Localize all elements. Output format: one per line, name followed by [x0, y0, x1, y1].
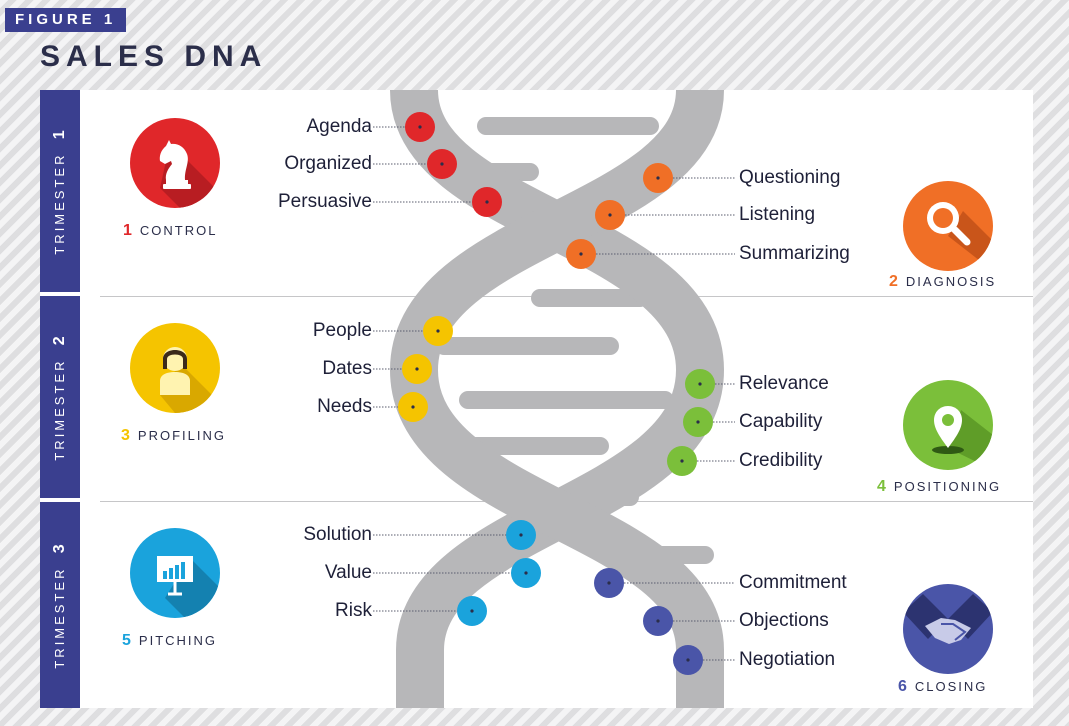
page-title: SALES DNA — [40, 40, 268, 73]
term-listening: Listening — [739, 204, 816, 225]
term-capability: Capability — [739, 411, 823, 432]
map-pin-icon — [903, 380, 993, 470]
term-people: People — [312, 320, 372, 341]
trimester-1-band: TRIMESTER 1 — [40, 90, 80, 292]
term-solution: Solution — [303, 524, 372, 545]
chess-knight-icon — [130, 118, 220, 208]
term-agenda: Agenda — [306, 116, 372, 137]
term-credibility: Credibility — [739, 450, 823, 471]
term-dates: Dates — [322, 358, 372, 379]
term-summarizing: Summarizing — [739, 243, 850, 264]
trimester-3-band: TRIMESTER 3 — [40, 502, 80, 708]
term-commitment: Commitment — [739, 572, 847, 593]
term-organized: Organized — [284, 153, 372, 174]
term-value: Value — [324, 562, 372, 583]
term-questioning: Questioning — [739, 167, 841, 188]
figure-tag: FIGURE 1 — [5, 8, 127, 32]
handshake-icon — [903, 584, 993, 674]
term-objections: Objections — [739, 610, 829, 631]
magnifier-icon — [903, 181, 993, 271]
trimester-2-band: TRIMESTER 2 — [40, 296, 80, 498]
term-relevance: Relevance — [739, 373, 829, 394]
presentation-chart-icon — [130, 528, 220, 618]
term-negotiation: Negotiation — [739, 649, 836, 670]
term-needs: Needs — [317, 396, 372, 417]
person-icon — [130, 323, 220, 413]
term-risk: Risk — [335, 600, 372, 621]
term-persuasive: Persuasive — [278, 191, 372, 212]
